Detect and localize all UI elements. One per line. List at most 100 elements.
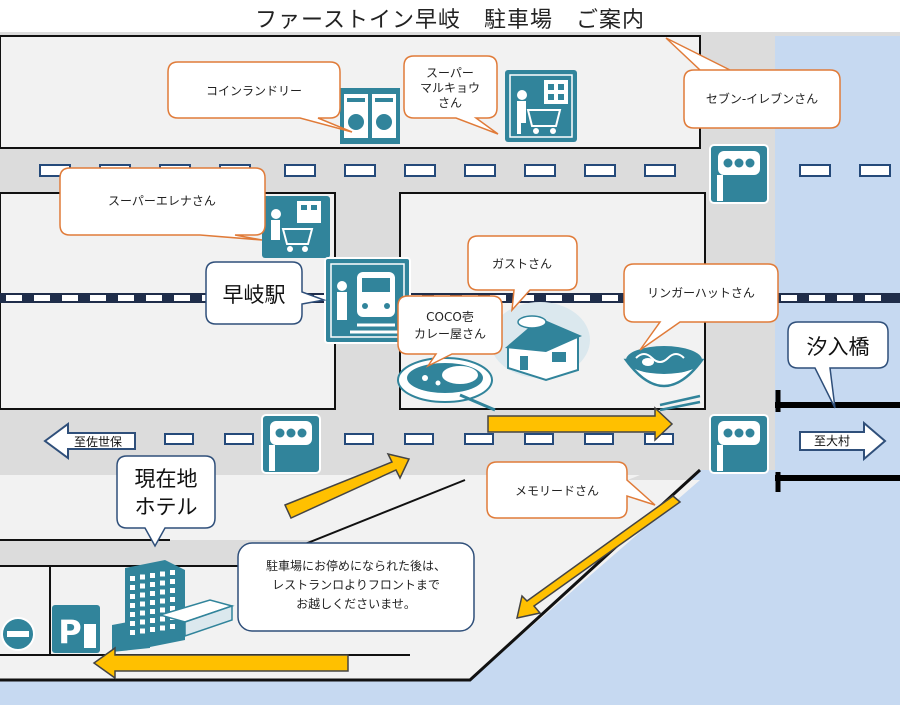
label-current-1: 現在地 bbox=[135, 467, 198, 491]
rail-tie bbox=[837, 295, 853, 301]
hotel-window bbox=[130, 594, 135, 599]
hotel-window bbox=[150, 582, 155, 587]
route-arrow-east bbox=[487, 406, 674, 442]
to-omura-label: 至大村 bbox=[814, 434, 850, 448]
hotel-window bbox=[140, 610, 145, 616]
callout-super-maru bbox=[403, 55, 499, 135]
rail-track bbox=[0, 293, 335, 303]
hotel-window bbox=[130, 603, 135, 608]
to-sasebo-label: 至佐世保 bbox=[74, 435, 122, 449]
traffic-light-icon bbox=[709, 414, 769, 474]
callout-super-elena bbox=[59, 167, 266, 241]
hotel-window bbox=[140, 601, 145, 607]
hotel-window bbox=[160, 598, 165, 604]
hotel-window bbox=[130, 585, 135, 590]
hotel-window bbox=[130, 576, 135, 581]
rail-tie bbox=[34, 295, 50, 301]
rail-tie bbox=[546, 295, 562, 301]
hotel-window bbox=[130, 612, 135, 617]
to-omura-arrow: 至大村 bbox=[799, 420, 887, 462]
label-gusto: ガストさん bbox=[492, 257, 552, 271]
hotel-window bbox=[160, 607, 165, 613]
lane-dash bbox=[344, 433, 374, 445]
label-shionyu-bridge: 汐入橋 bbox=[807, 335, 870, 359]
parking-label: P bbox=[58, 613, 81, 651]
to-sasebo-arrow: 至佐世保 bbox=[43, 422, 136, 460]
hotel-window bbox=[170, 624, 175, 629]
hotel-window bbox=[130, 630, 135, 635]
callout-note bbox=[237, 542, 475, 632]
lane-dash bbox=[584, 433, 614, 445]
lane-dash bbox=[859, 164, 891, 177]
hotel-window bbox=[160, 589, 165, 595]
lane-dash bbox=[404, 164, 436, 177]
lane-dash bbox=[799, 164, 831, 177]
callout-coin-laundry bbox=[167, 61, 353, 133]
hotel-window bbox=[170, 579, 175, 584]
hotel-icon bbox=[112, 560, 235, 652]
lane-dash bbox=[464, 164, 496, 177]
label-memoried: メモリードさん bbox=[515, 484, 599, 498]
hotel-window bbox=[160, 580, 165, 586]
lane-markings-south bbox=[164, 433, 674, 445]
hotel-window bbox=[150, 627, 155, 632]
route-arrow-northeast bbox=[283, 452, 411, 519]
label-coin-laundry: コインランドリー bbox=[206, 84, 302, 98]
train-station-icon bbox=[324, 257, 411, 344]
rail-tie bbox=[314, 295, 330, 301]
note-line-3: お越しくださいませ。 bbox=[296, 597, 416, 611]
hotel-window bbox=[140, 583, 145, 589]
hotel-window bbox=[170, 588, 175, 593]
rail-tie bbox=[809, 295, 825, 301]
hotel-window bbox=[150, 600, 155, 605]
label-super-maru-1: スーパー bbox=[426, 66, 474, 80]
hotel-window bbox=[150, 573, 155, 578]
hotel-window bbox=[170, 606, 175, 611]
route-arrow-west bbox=[92, 646, 349, 680]
hotel-window bbox=[170, 597, 175, 602]
rail-tie bbox=[90, 295, 106, 301]
lane-dash bbox=[524, 433, 554, 445]
laundry-icon bbox=[340, 88, 400, 144]
lane-dash bbox=[404, 433, 434, 445]
label-seven-eleven: セブン-イレブンさん bbox=[706, 91, 818, 106]
lane-dash bbox=[164, 433, 194, 445]
callout-gusto bbox=[467, 235, 578, 313]
hotel-window bbox=[160, 625, 165, 631]
rail-tie bbox=[118, 295, 134, 301]
hotel-window bbox=[160, 616, 165, 622]
rail-tie bbox=[518, 295, 534, 301]
label-coco-2: カレー屋さん bbox=[414, 327, 486, 341]
curry-icon bbox=[397, 357, 496, 412]
rail-tie bbox=[62, 295, 78, 301]
label-ringer-hut: リンガーハットさん bbox=[647, 286, 755, 300]
callout-seven-eleven bbox=[665, 37, 841, 129]
parking-icon: P bbox=[52, 605, 100, 653]
callouts bbox=[59, 37, 841, 519]
label-super-elena: スーパーエレナさん bbox=[108, 194, 216, 208]
hotel-window bbox=[160, 571, 165, 577]
river-lower bbox=[0, 470, 900, 705]
label-super-maru-2: マルキョウ bbox=[420, 81, 480, 95]
hotel-window bbox=[140, 574, 145, 580]
route-arrow-southwest bbox=[516, 495, 682, 619]
label-current-2: ホテル bbox=[135, 495, 198, 519]
route-arrows bbox=[92, 406, 682, 680]
rail-tie bbox=[146, 295, 162, 301]
ramen-icon bbox=[623, 346, 705, 412]
callout-shionyu-bridge bbox=[787, 321, 889, 409]
note-line-1: 駐車場にお停めになられた後は、 bbox=[266, 558, 446, 573]
lane-dash bbox=[584, 164, 616, 177]
lane-dash bbox=[524, 164, 556, 177]
no-entry-icon bbox=[1, 617, 35, 651]
hotel-window bbox=[150, 591, 155, 596]
supermarket-icon bbox=[505, 70, 577, 142]
hotel-window bbox=[150, 609, 155, 614]
hotel-window bbox=[130, 621, 135, 626]
rail-tie bbox=[781, 295, 797, 301]
lane-dash bbox=[644, 164, 676, 177]
callouts-blue bbox=[116, 261, 889, 632]
callout-coco bbox=[397, 295, 503, 368]
lane-dash bbox=[284, 164, 316, 177]
